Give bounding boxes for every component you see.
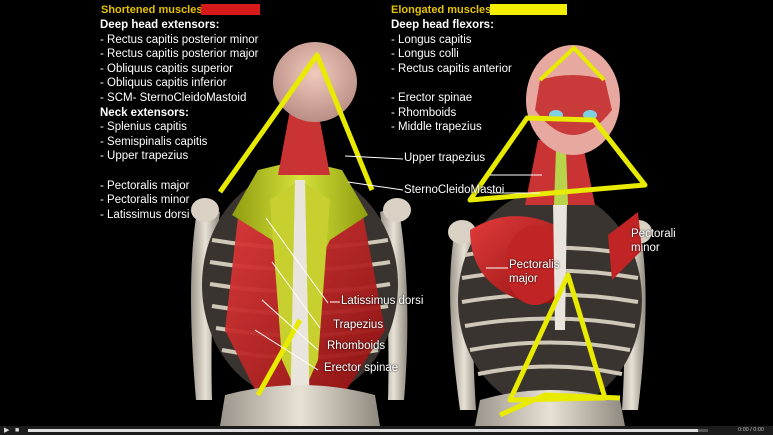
group-heading-neck-extensors: Neck extensors:	[100, 106, 189, 119]
label-rhomboids: Rhomboids	[327, 340, 386, 352]
label-upper-trapezius: Upper trapezius	[404, 152, 486, 164]
anatomy-illustration	[191, 42, 652, 426]
list-item: - Latissimus dorsi	[100, 208, 190, 221]
video-controls: ▶ ■ 0:00 / 0:00	[0, 426, 773, 435]
group-heading-deep-head-flexors: Deep head flexors:	[391, 19, 494, 31]
label-pectoralis-major-line1: Pectoralis	[509, 259, 560, 271]
list-item: - Obliquus capitis inferior	[100, 77, 227, 90]
list-item: - SCM- SternoCleidoMastoid	[100, 91, 247, 104]
label-scm: SternoCleidoMastoi	[404, 184, 505, 196]
label-trapezius: Trapezius	[333, 319, 384, 331]
elongated-muscles-list: Deep head flexors: - Longus capitis - Lo…	[391, 18, 512, 135]
list-item: - Rectus capitis anterior	[391, 62, 512, 75]
list-item: - Longus colli	[391, 48, 459, 61]
list-item: - Upper trapezius	[100, 150, 189, 163]
volume-icon[interactable]: ■	[15, 427, 20, 434]
list-item: - Pectoralis minor	[100, 194, 190, 207]
list-item: - Rectus capitis posterior major	[100, 48, 259, 61]
list-item: - Splenius capitis	[100, 121, 187, 134]
posterior-figure	[191, 42, 411, 426]
label-pectoralis-major-line2: major	[509, 273, 538, 285]
list-spacer	[391, 76, 512, 91]
shortened-legend-title: Shortened muscles:	[101, 4, 207, 16]
time-display: 0:00 / 0:00	[738, 427, 764, 433]
label-pectoralis-minor-line1: Pectorali	[631, 228, 676, 240]
list-item: - Obliquus capitis superior	[100, 62, 233, 75]
list-item: - Rhomboids	[391, 106, 457, 119]
shortened-muscles-list: Deep head extensors: - Rectus capitis po…	[100, 18, 259, 222]
group-heading-deep-head-extensors: Deep head extensors:	[100, 19, 220, 31]
progress-bar[interactable]	[28, 429, 708, 432]
list-item: - Longus capitis	[391, 33, 472, 46]
list-item: - Semispinalis capitis	[100, 135, 208, 148]
label-erector-spinae: Erector spinae	[324, 362, 399, 374]
list-spacer	[100, 164, 259, 179]
label-pectoralis-minor-line2: minor	[631, 242, 660, 254]
video-frame: Shortened muscles: Deep head extensors: …	[100, 4, 676, 426]
elongated-legend-swatch	[490, 4, 567, 15]
list-item: - Rectus capitis posterior minor	[100, 33, 259, 46]
list-item: - Erector spinae	[391, 91, 473, 104]
play-icon[interactable]: ▶	[4, 427, 10, 434]
list-item: - Middle trapezius	[391, 121, 482, 134]
anterior-figure	[448, 45, 652, 426]
label-latissimus-dorsi: Latissimus dorsi	[341, 295, 424, 307]
elongated-legend-title: Elongated muscles:	[391, 4, 495, 16]
shortened-legend-swatch	[201, 4, 260, 15]
progress-fill	[28, 429, 698, 432]
list-item: - Pectoralis major	[100, 179, 190, 192]
